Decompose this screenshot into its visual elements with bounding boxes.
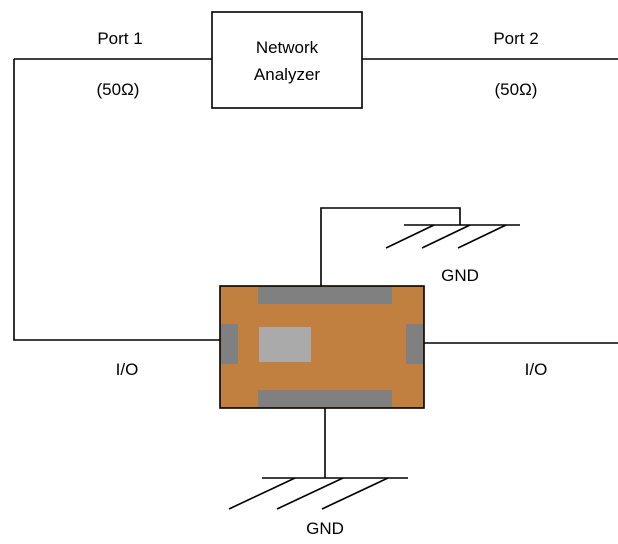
pad-bottom: [258, 390, 392, 407]
io-right-label: I/O: [525, 360, 548, 379]
analyzer-label-line2: Analyzer: [254, 65, 320, 84]
port1-label: Port 1: [97, 29, 142, 48]
pad-top: [258, 287, 392, 304]
device-substrate: [219, 285, 425, 409]
port1-impedance: (50Ω): [97, 80, 140, 99]
device-under-test: [219, 285, 425, 409]
io-left-label: I/O: [116, 360, 139, 379]
gnd-bottom-symbol: [228, 477, 408, 510]
gnd-top-label: GND: [441, 266, 479, 285]
port2-impedance: (50Ω): [495, 80, 538, 99]
device-die: [259, 327, 311, 362]
io-left-wire: [13, 59, 222, 341]
port2-label: Port 2: [493, 29, 538, 48]
gnd-bottom-label: GND: [306, 519, 344, 538]
gnd-top-wire: [320, 207, 461, 286]
gnd-top-symbol: [385, 224, 520, 249]
network-analyzer-box: [211, 11, 363, 109]
pad-right: [406, 324, 423, 364]
analyzer-label-line1: Network: [256, 38, 319, 57]
pad-left: [221, 324, 238, 364]
